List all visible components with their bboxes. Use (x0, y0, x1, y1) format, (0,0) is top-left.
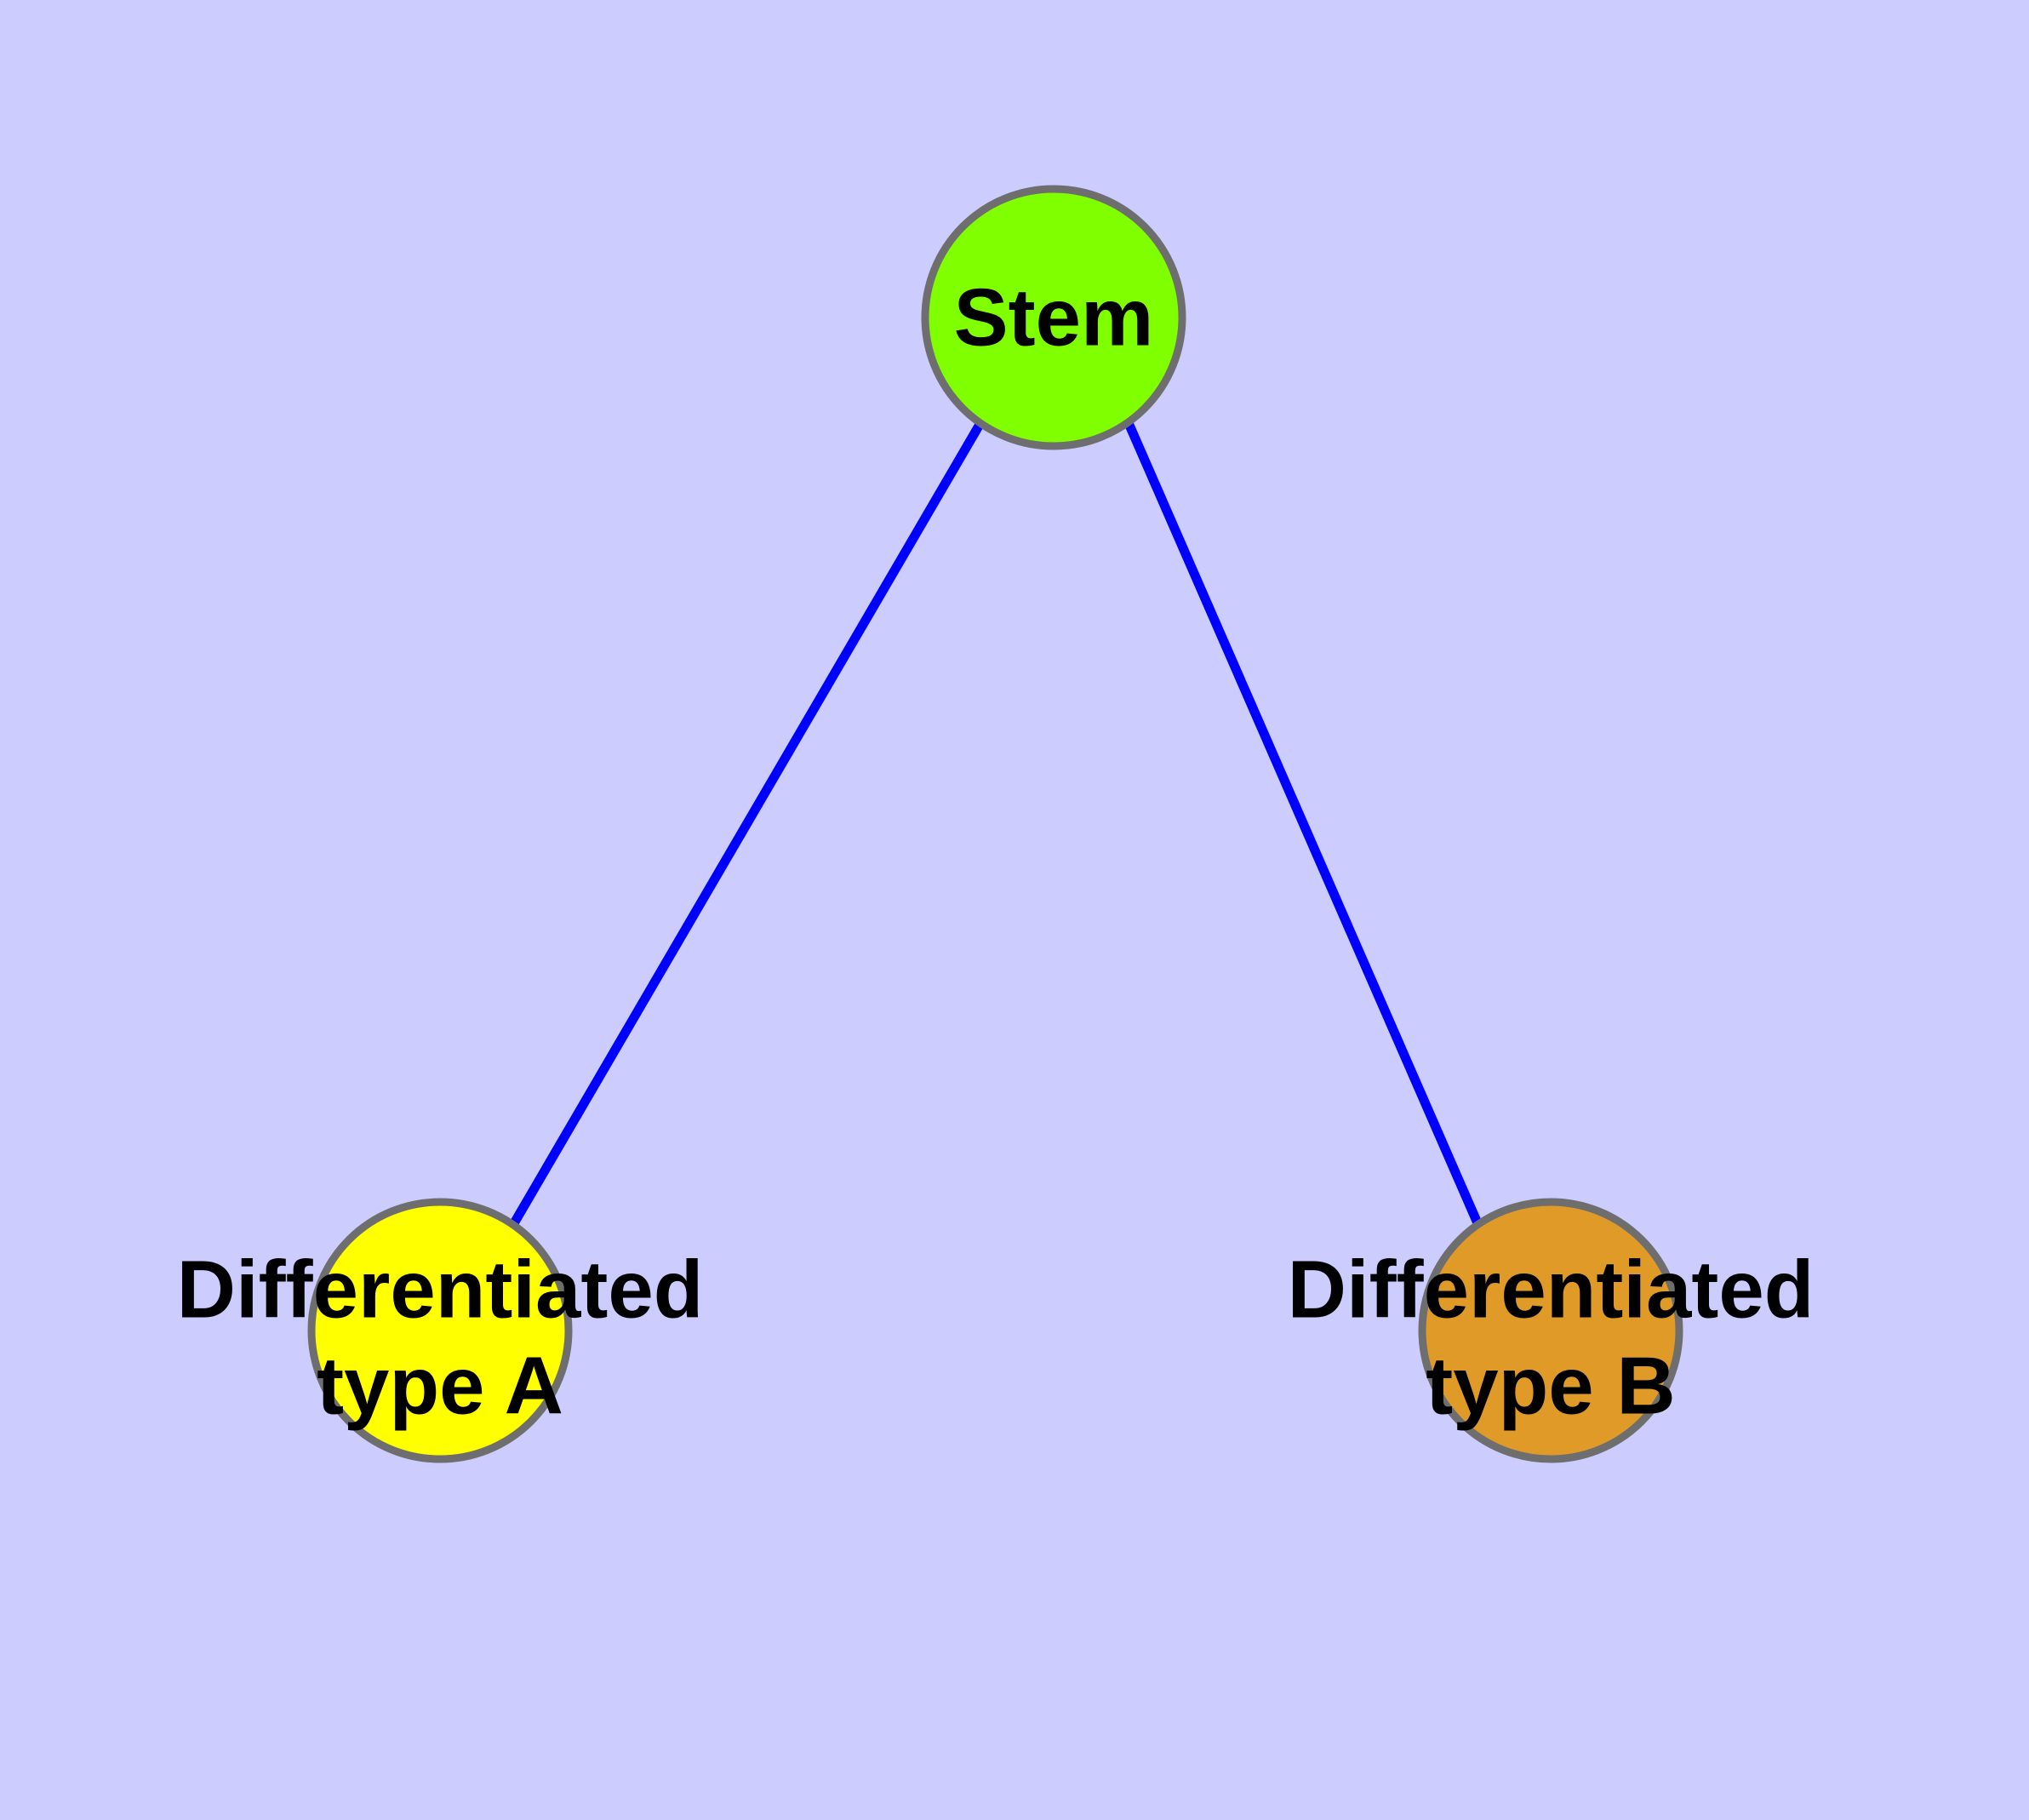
node-stem[interactable]: Stem (921, 185, 1186, 450)
node-stem-circle[interactable] (921, 185, 1186, 450)
edge-stem-to-differentiated-type-b[interactable] (1123, 421, 1483, 1228)
node-differentiated-type-a-label-line-2: type A (317, 1340, 563, 1431)
node-differentiated-type-a-label-line-1: Differentiated (177, 1244, 704, 1335)
edge-stem-to-differentiated-type-a[interactable] (510, 421, 985, 1226)
node-differentiated-type-a[interactable]: Differentiated type A (177, 1198, 704, 1463)
node-differentiated-type-b-label-line-2: type B (1426, 1340, 1675, 1431)
node-differentiated-type-a-circle[interactable] (307, 1198, 573, 1463)
edge-layer (510, 421, 1483, 1228)
node-stem-label: Stem (954, 272, 1154, 363)
node-differentiated-type-b-circle[interactable] (1418, 1198, 1683, 1463)
node-differentiated-type-b[interactable]: Differentiated type B (1288, 1198, 1815, 1463)
node-differentiated-type-b-label-line-1: Differentiated (1288, 1244, 1815, 1335)
node-layer: Stem Differentiated type A Differentiate… (177, 185, 1815, 1463)
